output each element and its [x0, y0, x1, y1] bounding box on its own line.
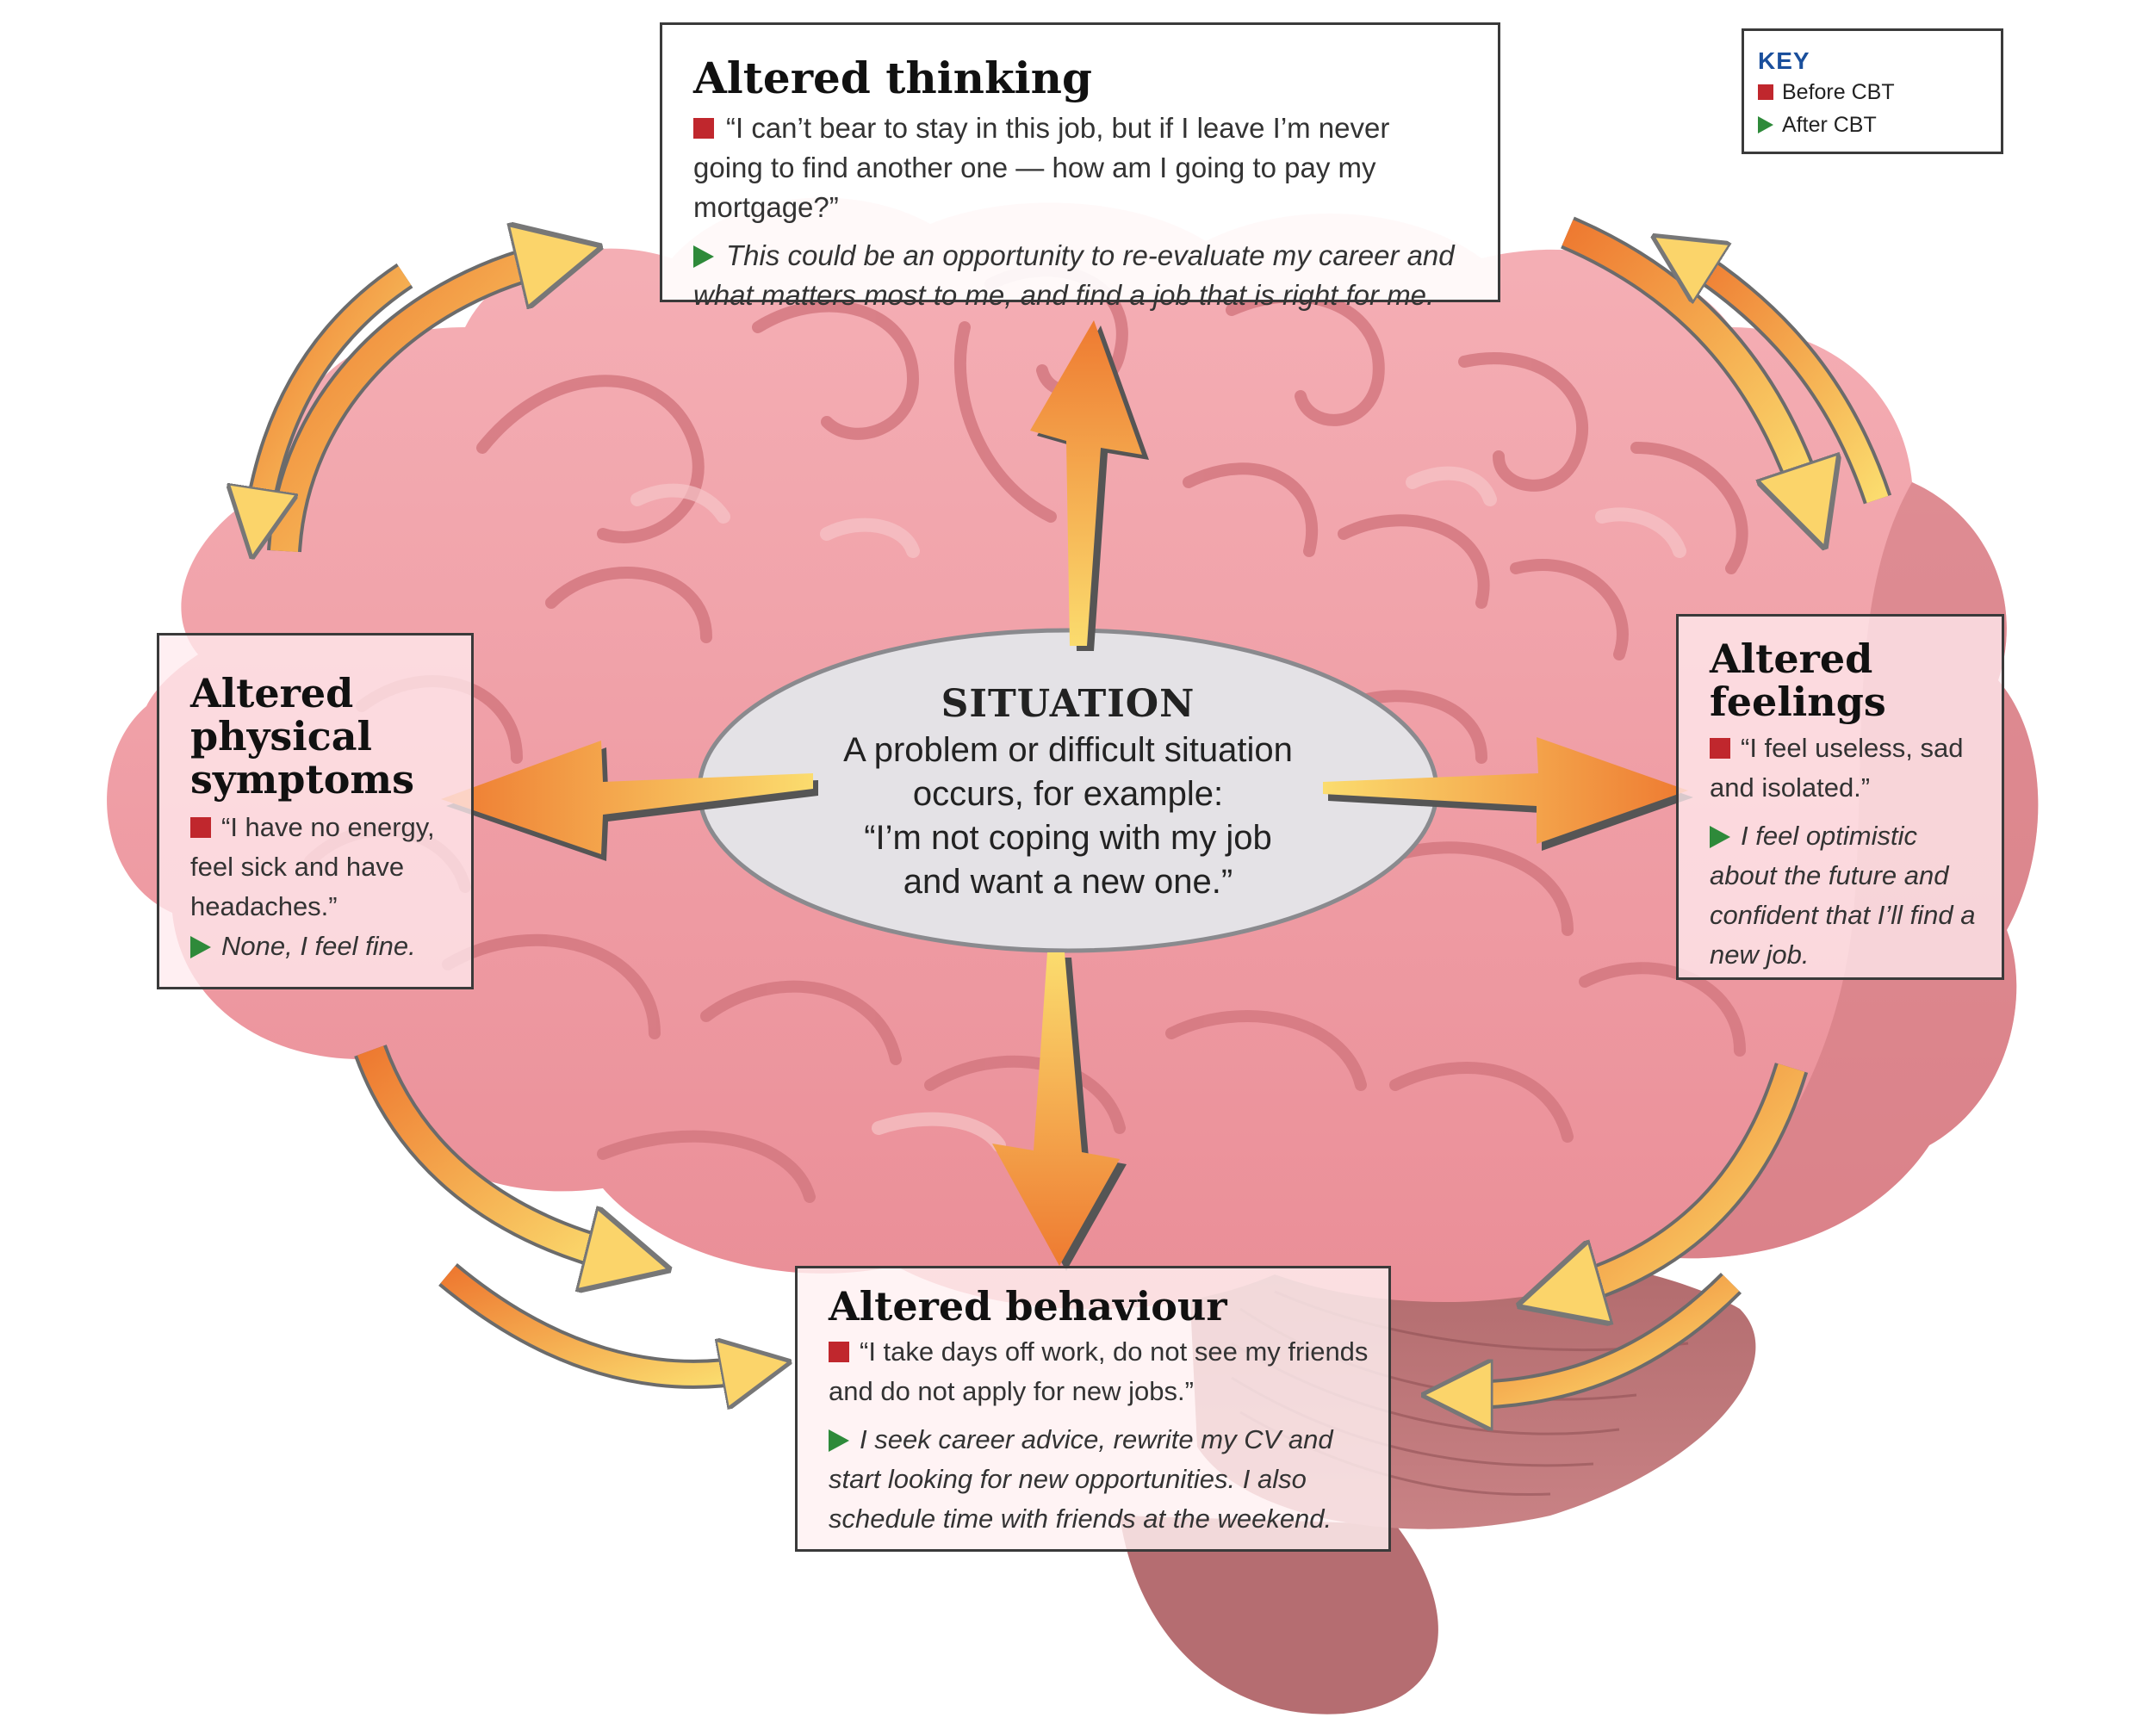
physical-after-text: None, I feel fine. — [221, 931, 416, 961]
title-line: feelings — [1710, 679, 1886, 725]
altered-behaviour-title: Altered behaviour — [829, 1283, 1227, 1330]
before-square-icon — [829, 1342, 849, 1363]
feelings-before-text: “I feel useless, sad and isolated.” — [1710, 733, 1964, 803]
altered-feelings-title: Altered feelings — [1710, 637, 1990, 723]
thinking-before: “I can’t bear to stay in this job, but i… — [693, 108, 1465, 227]
title-line: symptoms — [190, 756, 414, 803]
after-triangle-icon — [1710, 826, 1730, 848]
before-square-icon — [1758, 84, 1773, 100]
feelings-before: “I feel useless, sad and isolated.” — [1710, 728, 1990, 808]
situation-line: occurs, for example: — [912, 775, 1224, 813]
situation-line: and want a new one.” — [903, 863, 1233, 901]
altered-behaviour-panel: Altered behaviour “I take days off work,… — [795, 1266, 1391, 1552]
feelings-after-text: I feel optimistic about the future and c… — [1710, 821, 1976, 970]
arrow-to-behaviour — [992, 952, 1127, 1271]
situation-text: SITUATION A problem or difficult situati… — [758, 680, 1378, 904]
after-triangle-icon — [693, 245, 714, 268]
physical-before: “I have no energy, feel sick and have he… — [190, 808, 456, 927]
behaviour-before: “I take days off work, do not see my fri… — [829, 1332, 1371, 1411]
altered-feelings-panel: Altered feelings “I feel useless, sad an… — [1676, 614, 2004, 980]
cycle-arrows — [258, 216, 1892, 1395]
altered-thinking-title: Altered thinking — [693, 53, 1092, 103]
behaviour-after-text: I seek career advice, rewrite my CV and … — [829, 1424, 1333, 1534]
key-before-label: Before CBT — [1782, 80, 1895, 104]
altered-thinking-panel: Altered thinking “I can’t bear to stay i… — [660, 22, 1500, 311]
before-square-icon — [190, 817, 211, 838]
feelings-after: I feel optimistic about the future and c… — [1710, 816, 1990, 975]
behaviour-before-text: “I take days off work, do not see my fri… — [829, 1336, 1369, 1407]
after-triangle-icon — [829, 1429, 849, 1453]
thinking-before-text: “I can’t bear to stay in this job, but i… — [693, 111, 1390, 223]
behaviour-after: I seek career advice, rewrite my CV and … — [829, 1420, 1371, 1539]
arrow-to-thinking — [1030, 320, 1149, 651]
altered-physical-title: Altered physical symptoms — [190, 672, 456, 801]
physical-after: None, I feel fine. — [190, 927, 456, 966]
title-line: physical — [190, 713, 372, 760]
key-after-row: After CBT — [1758, 108, 1989, 141]
key-after-label: After CBT — [1782, 113, 1877, 137]
situation-line: A problem or difficult situation — [843, 731, 1293, 769]
before-square-icon — [1710, 738, 1730, 759]
arrow-to-feelings — [1323, 737, 1693, 851]
after-triangle-icon — [1758, 116, 1773, 133]
situation-title: SITUATION — [941, 682, 1195, 726]
situation-line: “I’m not coping with my job — [864, 819, 1272, 857]
physical-before-text: “I have no energy, feel sick and have he… — [190, 812, 435, 921]
thinking-after: This could be an opportunity to re-evalu… — [693, 236, 1465, 315]
title-line: Altered — [190, 670, 354, 716]
key-legend: KEY Before CBT After CBT — [1742, 28, 2003, 154]
title-line: Altered — [1710, 636, 1873, 682]
after-triangle-icon — [190, 936, 211, 958]
before-square-icon — [693, 117, 714, 139]
key-before-row: Before CBT — [1758, 76, 1989, 108]
thinking-after-text: This could be an opportunity to re-evalu… — [693, 239, 1455, 311]
altered-physical-panel: Altered physical symptoms “I have no ene… — [157, 633, 474, 989]
arrow-to-physical — [441, 741, 818, 861]
key-title: KEY — [1758, 47, 1810, 74]
